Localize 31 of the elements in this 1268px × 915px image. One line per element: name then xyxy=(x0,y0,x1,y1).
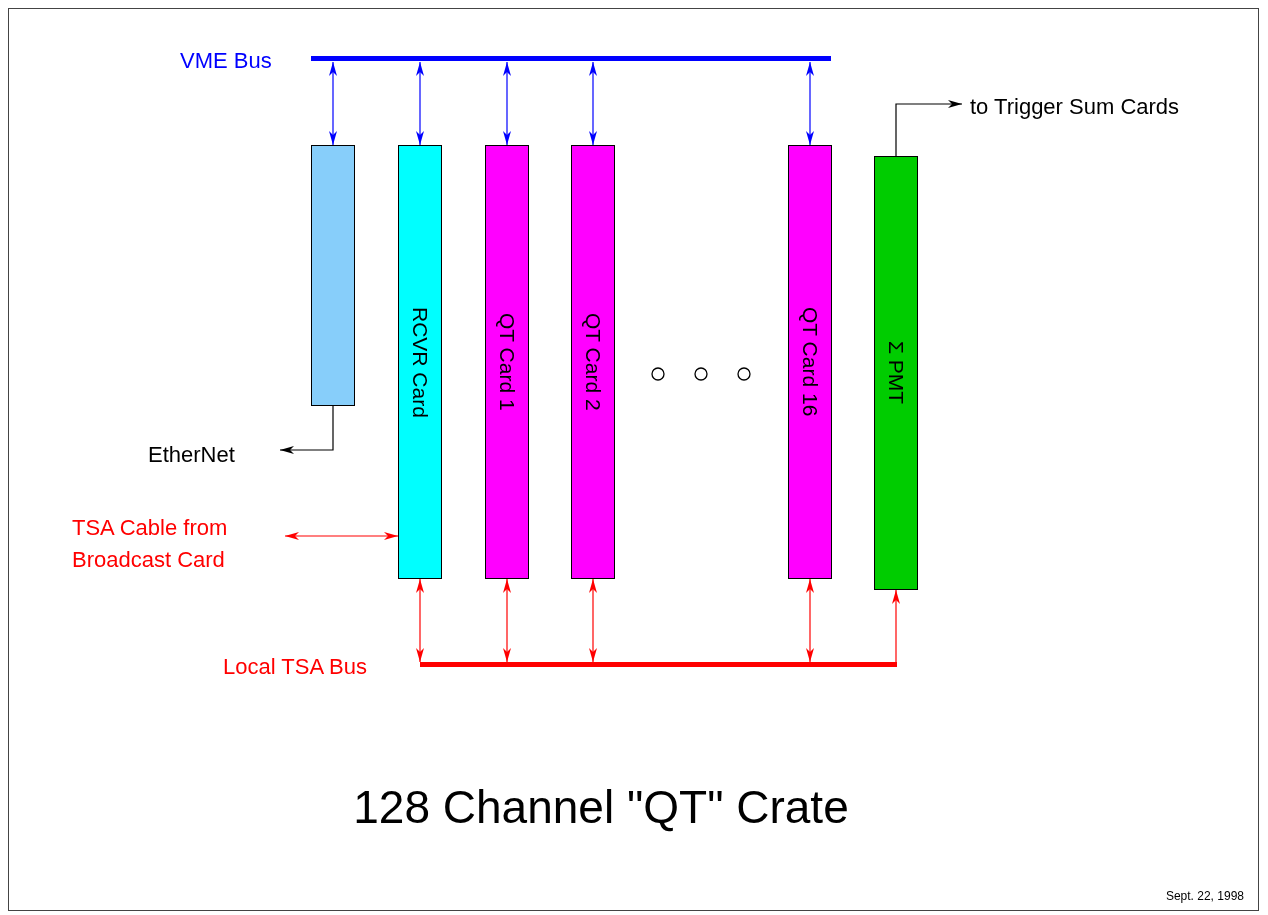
arrow xyxy=(806,61,814,146)
circuit-card xyxy=(485,145,529,579)
arrow xyxy=(416,578,424,663)
arrow xyxy=(503,61,511,146)
arrow xyxy=(892,589,900,663)
port-label: TSA Cable from Broadcast Card xyxy=(72,515,228,572)
arrow xyxy=(895,100,963,157)
arrow xyxy=(416,61,424,146)
bus-label: VME Bus xyxy=(180,48,272,74)
arrow xyxy=(329,61,337,146)
arrow xyxy=(284,532,399,540)
circuit-card xyxy=(874,156,918,590)
arrow xyxy=(806,578,814,663)
arrow xyxy=(589,578,597,663)
port-label: to Trigger Sum Cards xyxy=(970,94,1180,119)
circuit-card xyxy=(311,145,355,406)
circuit-card xyxy=(398,145,442,579)
title: 128 Channel "QT" Crate xyxy=(352,780,850,834)
card-label: RCVR Card xyxy=(408,306,432,418)
bus-label: Local TSA Bus xyxy=(223,654,367,680)
arrow xyxy=(589,61,597,146)
arrow xyxy=(503,578,511,663)
date-note: Sept. 22, 1998 xyxy=(1165,889,1244,903)
card-label: Σ PMT xyxy=(884,341,908,405)
card-label: QT Card 2 xyxy=(581,313,605,411)
card-label: QT Card 16 xyxy=(798,307,822,417)
card-label: QT Card 1 xyxy=(495,313,519,411)
circuit-card xyxy=(571,145,615,579)
circuit-card xyxy=(788,145,832,579)
arrow xyxy=(279,405,334,454)
port-label: EtherNet xyxy=(148,442,235,467)
